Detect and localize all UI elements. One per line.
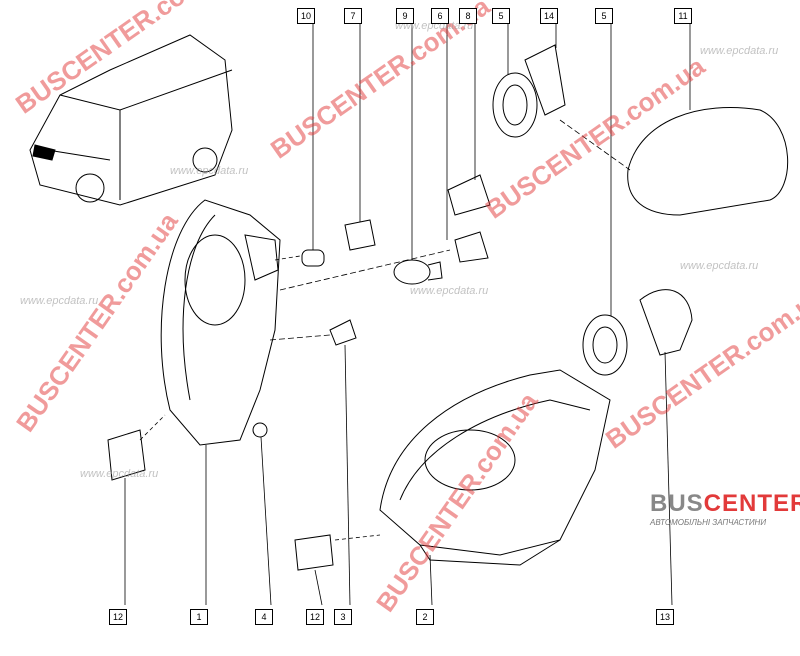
logo-name-b: CENTER	[703, 490, 800, 517]
callout-3: 3	[334, 609, 352, 625]
logo-name-a: BUS	[650, 490, 704, 517]
callout-9: 9	[396, 8, 414, 24]
callout-5: 5	[492, 8, 510, 24]
callout-8: 8	[459, 8, 477, 24]
buscenter-logo: BUSCENTER АВТОМОБІЛЬНІ ЗАПЧАСТИНИ	[650, 490, 800, 527]
watermark-site: www.epcdata.ru	[20, 295, 99, 307]
watermark-site: www.epcdata.ru	[410, 285, 489, 297]
callout-7: 7	[344, 8, 362, 24]
leader-lines	[124, 23, 691, 606]
logo-tagline: АВТОМОБІЛЬНІ ЗАПЧАСТИНИ	[650, 518, 767, 527]
watermark-site: www.epcdata.ru	[170, 165, 249, 177]
headlamp-right-part-2	[379, 369, 611, 566]
callout-12b: 12	[306, 609, 324, 625]
watermark-site: www.epcdata.ru	[680, 260, 759, 272]
callout-11: 11	[674, 8, 692, 24]
callout-13: 13	[656, 609, 674, 625]
bulbs-and-caps	[107, 44, 789, 571]
callout-14: 14	[540, 8, 558, 24]
callout-6: 6	[431, 8, 449, 24]
watermark-site: www.epcdata.ru	[395, 20, 474, 32]
callout-10: 10	[297, 8, 315, 24]
van-illustration	[29, 34, 233, 206]
callout-4: 4	[255, 609, 273, 625]
watermark-site: www.epcdata.ru	[700, 45, 779, 57]
headlamp-left-part-1	[160, 199, 281, 446]
callout-2: 2	[416, 609, 434, 625]
callout-1: 1	[190, 609, 208, 625]
callout-12: 12	[109, 609, 127, 625]
callout-5b: 5	[595, 8, 613, 24]
watermark-site: www.epcdata.ru	[80, 468, 159, 480]
